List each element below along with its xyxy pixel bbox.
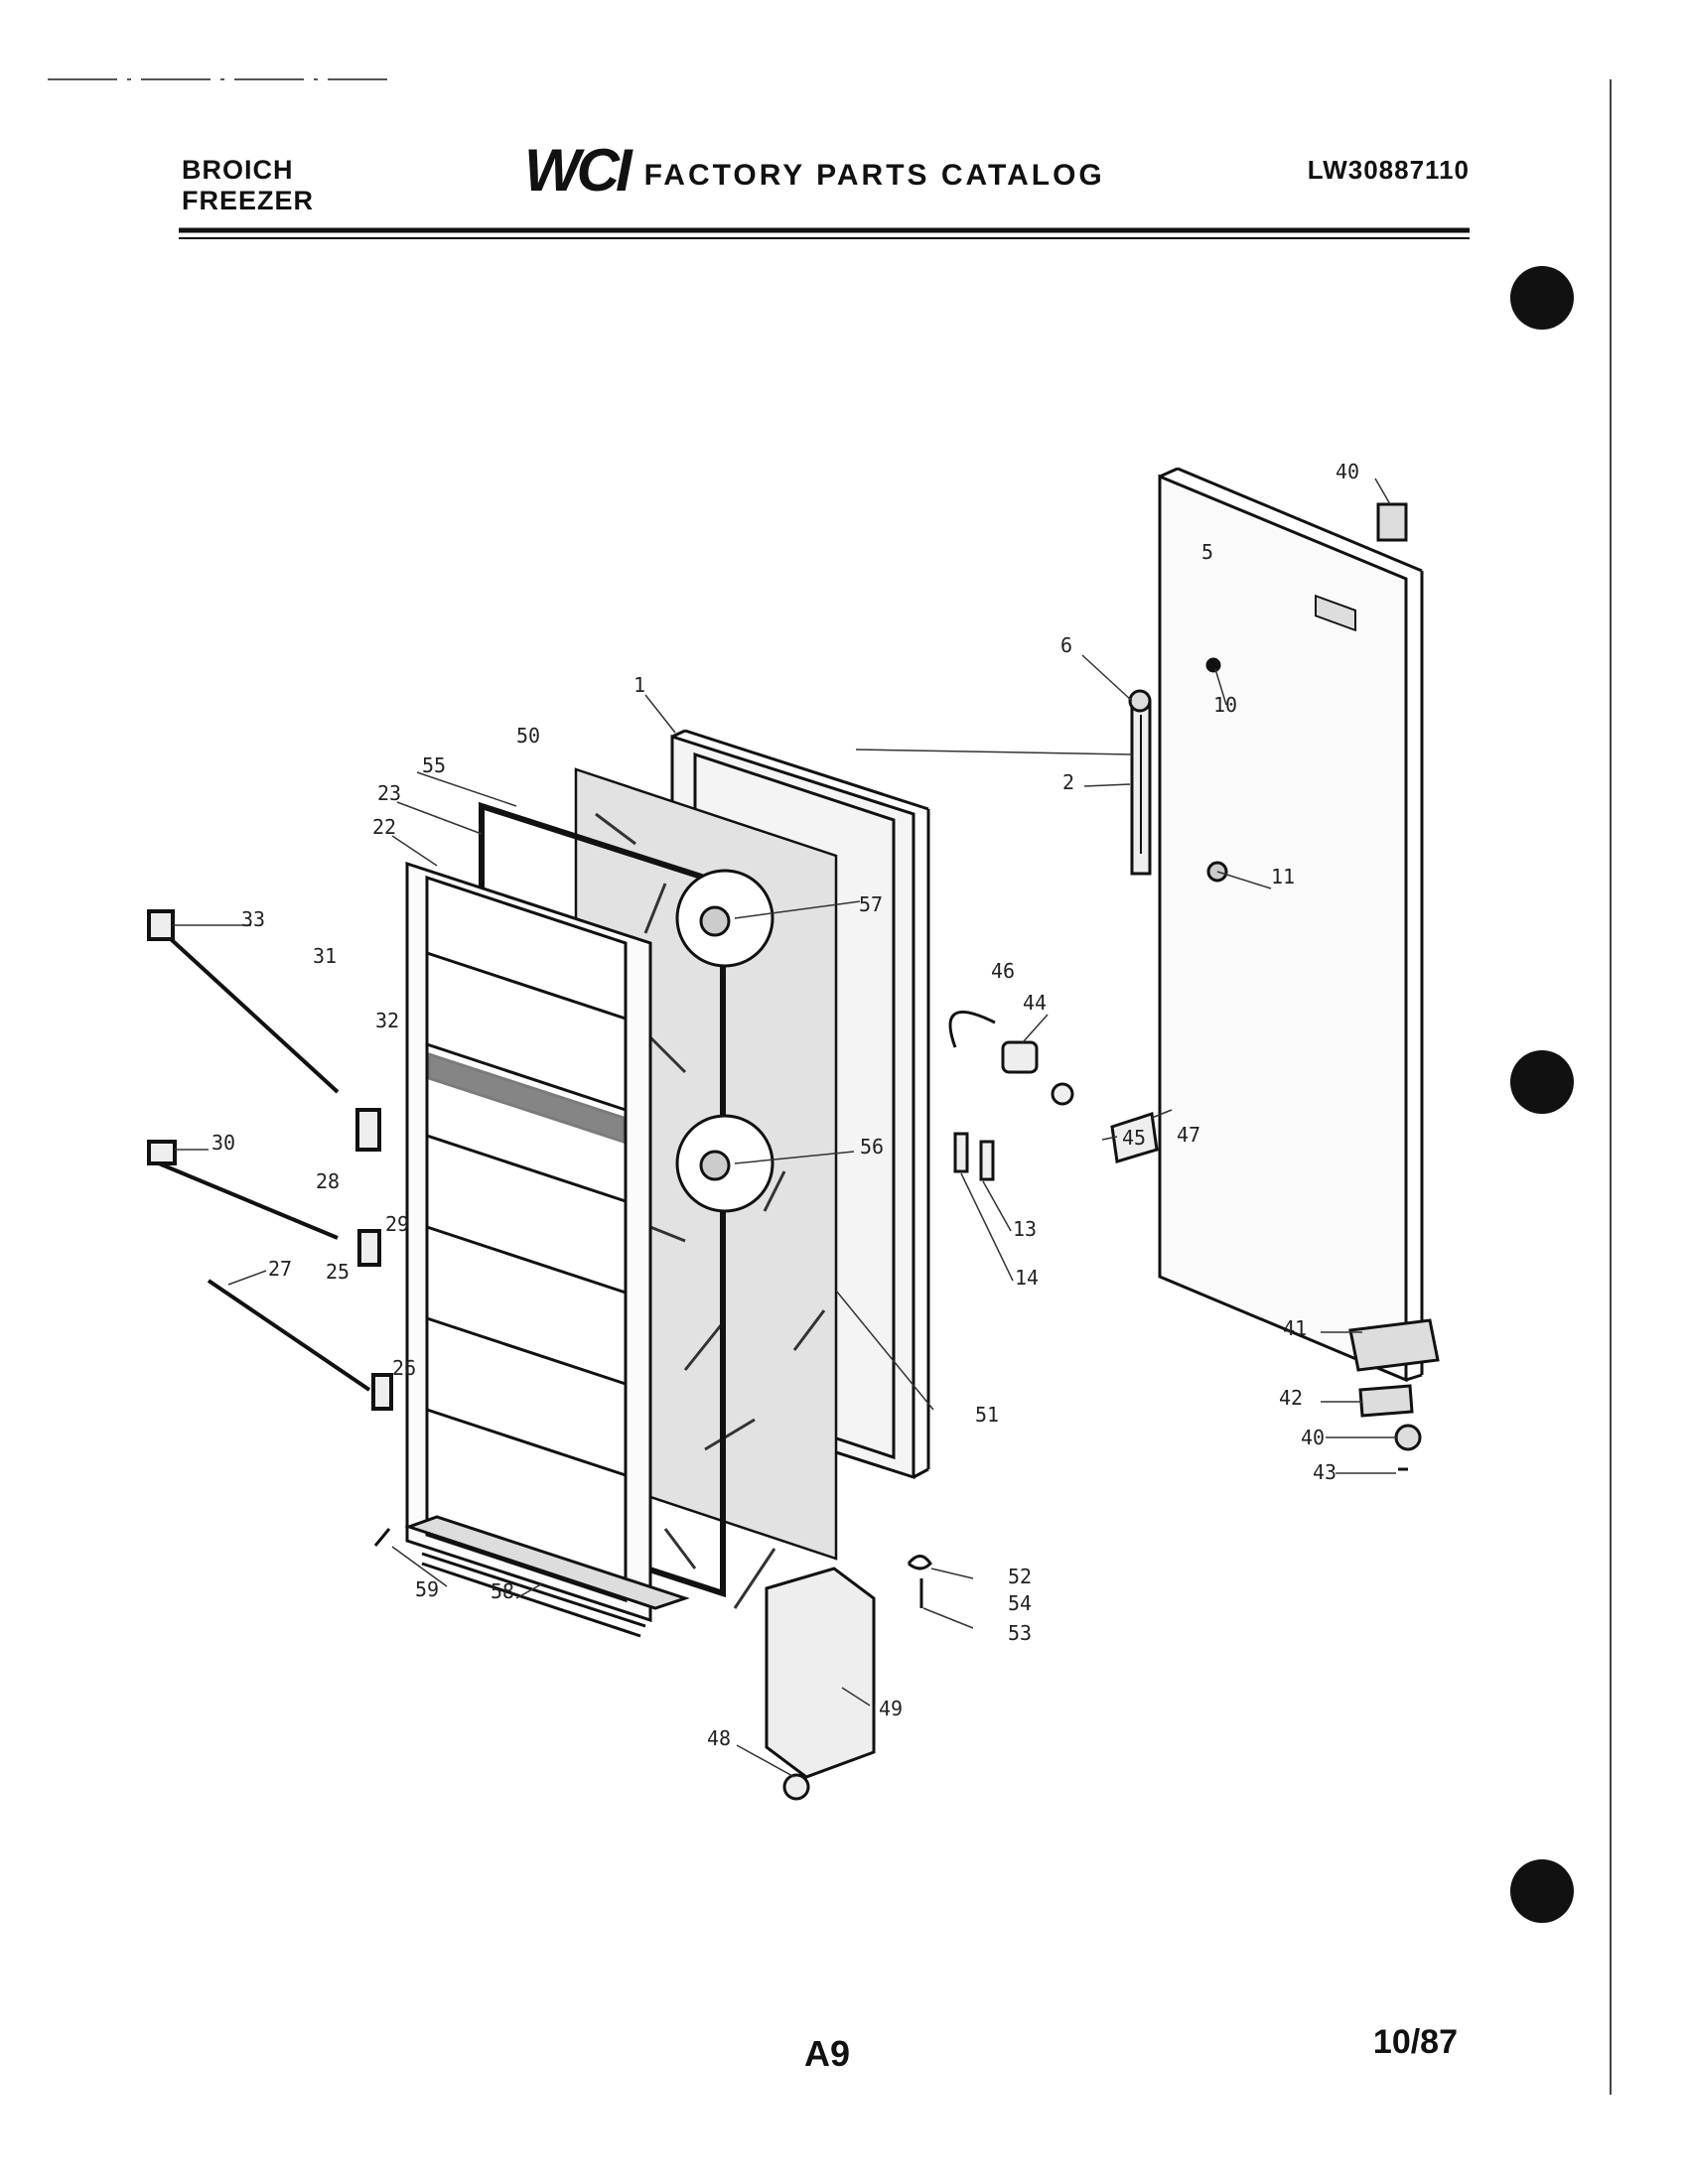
- callout-13: 13: [1013, 1217, 1037, 1241]
- callout-55: 55: [422, 753, 446, 777]
- hinge-parts: [1348, 502, 1440, 1471]
- leader-lines: [173, 478, 1398, 1778]
- callout-30: 30: [211, 1131, 235, 1155]
- callout-47: 47: [1177, 1123, 1200, 1147]
- binder-hole-middle: [1510, 1050, 1574, 1114]
- lower-parts: [373, 1528, 932, 1801]
- callout-41: 41: [1283, 1316, 1307, 1340]
- callout-50: 50: [516, 724, 540, 748]
- callout-2: 2: [1062, 770, 1074, 794]
- callout-43: 43: [1313, 1460, 1336, 1484]
- callout-40-bottom: 40: [1301, 1426, 1325, 1449]
- callout-58: 58: [491, 1579, 514, 1603]
- callout-11: 11: [1271, 865, 1295, 888]
- model-line-2: FREEZER: [182, 186, 315, 215]
- callout-44: 44: [1023, 991, 1047, 1015]
- callout-27: 27: [268, 1257, 292, 1281]
- catalog-title: FACTORY PARTS CATALOG: [643, 159, 1105, 192]
- callout-31: 31: [313, 944, 337, 968]
- callout-54: 54: [1008, 1591, 1032, 1615]
- callout-10: 10: [1213, 693, 1237, 717]
- door-handle: [1128, 657, 1228, 883]
- callout-42: 42: [1279, 1386, 1303, 1410]
- callout-14: 14: [1015, 1266, 1039, 1290]
- detail-magnifiers: [675, 869, 774, 1213]
- callout-25: 25: [326, 1260, 350, 1284]
- model-name: BROICH FREEZER: [182, 155, 314, 216]
- callout-labels: 1 2 5 6 10 11 13 14 22 23 25 26 27 28 29…: [211, 460, 1359, 1750]
- callout-40-top: 40: [1336, 460, 1359, 483]
- callout-28: 28: [316, 1169, 340, 1193]
- callout-26: 26: [392, 1356, 416, 1380]
- callout-45: 45: [1122, 1126, 1146, 1150]
- catalog-header: WCI FACTORY PARTS CATALOG: [524, 137, 1105, 204]
- binder-hole-bottom: [1510, 1859, 1574, 1923]
- callout-49: 49: [879, 1697, 903, 1720]
- callout-6: 6: [1060, 633, 1072, 657]
- model-line-1: BROICH: [182, 155, 294, 185]
- callout-51: 51: [975, 1403, 999, 1427]
- callout-59: 59: [415, 1577, 439, 1601]
- callout-22: 22: [372, 815, 396, 839]
- revision-date: 10/87: [1372, 2023, 1458, 2061]
- callout-29: 29: [385, 1212, 409, 1236]
- switch-parts: [948, 1011, 1159, 1181]
- callout-23: 23: [377, 781, 401, 805]
- binder-hole-top: [1510, 266, 1574, 330]
- outer-door-panel: [1158, 467, 1424, 1383]
- callout-57: 57: [859, 892, 883, 916]
- part-number: LW30887110: [1307, 155, 1470, 185]
- callout-46: 46: [991, 959, 1015, 983]
- wci-logo: WCI: [524, 137, 633, 204]
- shelf-bars: [147, 909, 393, 1411]
- callout-52: 52: [1008, 1565, 1032, 1588]
- callout-53: 53: [1008, 1621, 1032, 1645]
- page-number: A9: [804, 2033, 851, 2074]
- callout-48: 48: [707, 1726, 731, 1750]
- inner-door-shelving: [404, 861, 690, 1623]
- callout-1: 1: [633, 673, 645, 697]
- callout-33: 33: [241, 907, 265, 931]
- callout-56: 56: [860, 1135, 884, 1159]
- callout-32: 32: [375, 1009, 399, 1032]
- callout-5: 5: [1201, 540, 1213, 564]
